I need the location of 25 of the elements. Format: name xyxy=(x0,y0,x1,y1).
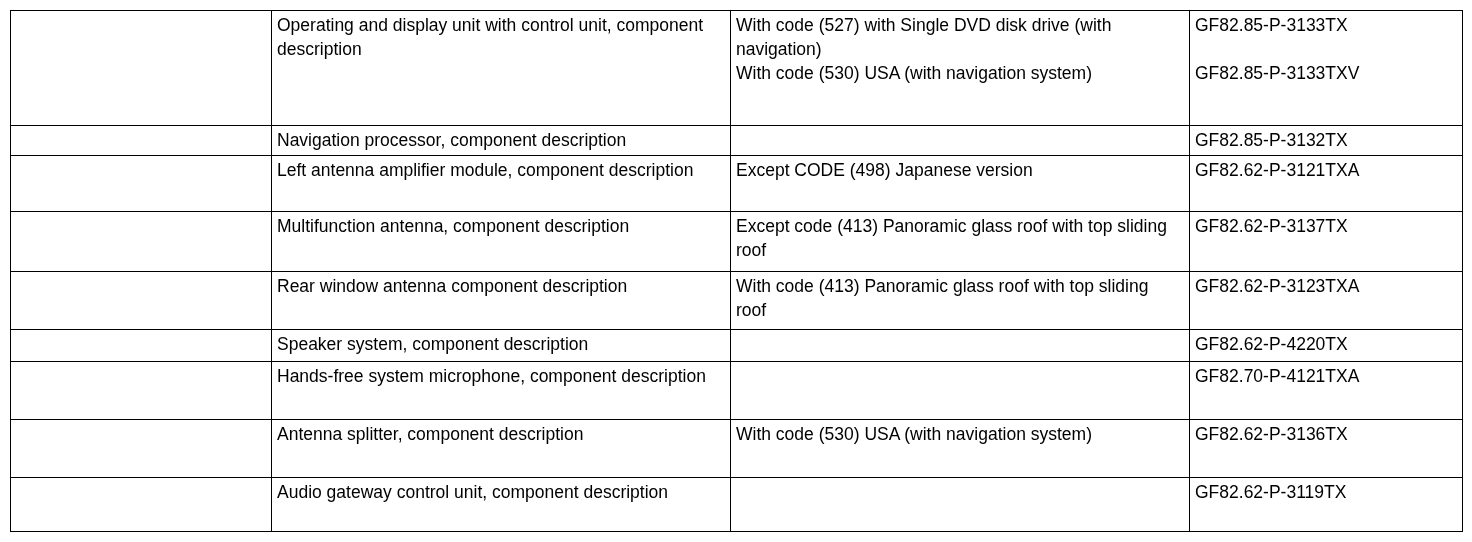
document-number: GF82.62-P-3119TX xyxy=(1195,481,1348,504)
condition-text: Except code (413) Panoramic glass roof with top sliding roof xyxy=(736,215,1168,262)
document-number: GF82.85-P-3132TX xyxy=(1195,129,1349,152)
document-number: GF82.70-P-4121TXA xyxy=(1195,365,1361,388)
condition-text: Except CODE (498) Japanese version xyxy=(736,159,1034,182)
document-number: GF82.62-P-3121TXA xyxy=(1195,159,1361,182)
document-number: GF82.85-P-3133TXV xyxy=(1195,62,1361,85)
component-name: Hands-free system microphone, component description xyxy=(277,365,707,388)
component-name: Operating and display unit with control unit, component description xyxy=(277,14,705,61)
condition-text: With code (413) Panoramic glass roof with top sliding roof xyxy=(736,275,1150,322)
component-name: Navigation processor, component description xyxy=(277,129,628,152)
document-number: GF82.62-P-3136TX xyxy=(1195,423,1349,446)
condition-text: With code (527) with Single DVD disk drive (with navigation) xyxy=(736,14,1113,61)
component-name: Antenna splitter, component description xyxy=(277,423,585,446)
condition-text: With code (530) USA (with navigation system) xyxy=(736,62,1093,85)
component-name: Multifunction antenna, component description xyxy=(277,215,631,238)
component-name: Speaker system, component description xyxy=(277,333,590,356)
document-number: GF82.85-P-3133TX xyxy=(1195,14,1349,37)
condition-text: With code (530) USA (with navigation system) xyxy=(736,423,1093,446)
component-name: Audio gateway control unit, component description xyxy=(277,481,670,504)
document-number: GF82.62-P-3137TX xyxy=(1195,215,1349,238)
document-number: GF82.62-P-4220TX xyxy=(1195,333,1349,356)
component-name: Rear window antenna component description xyxy=(277,275,629,298)
document-number: GF82.62-P-3123TXA xyxy=(1195,275,1361,298)
component-name: Left antenna amplifier module, component description xyxy=(277,159,695,182)
